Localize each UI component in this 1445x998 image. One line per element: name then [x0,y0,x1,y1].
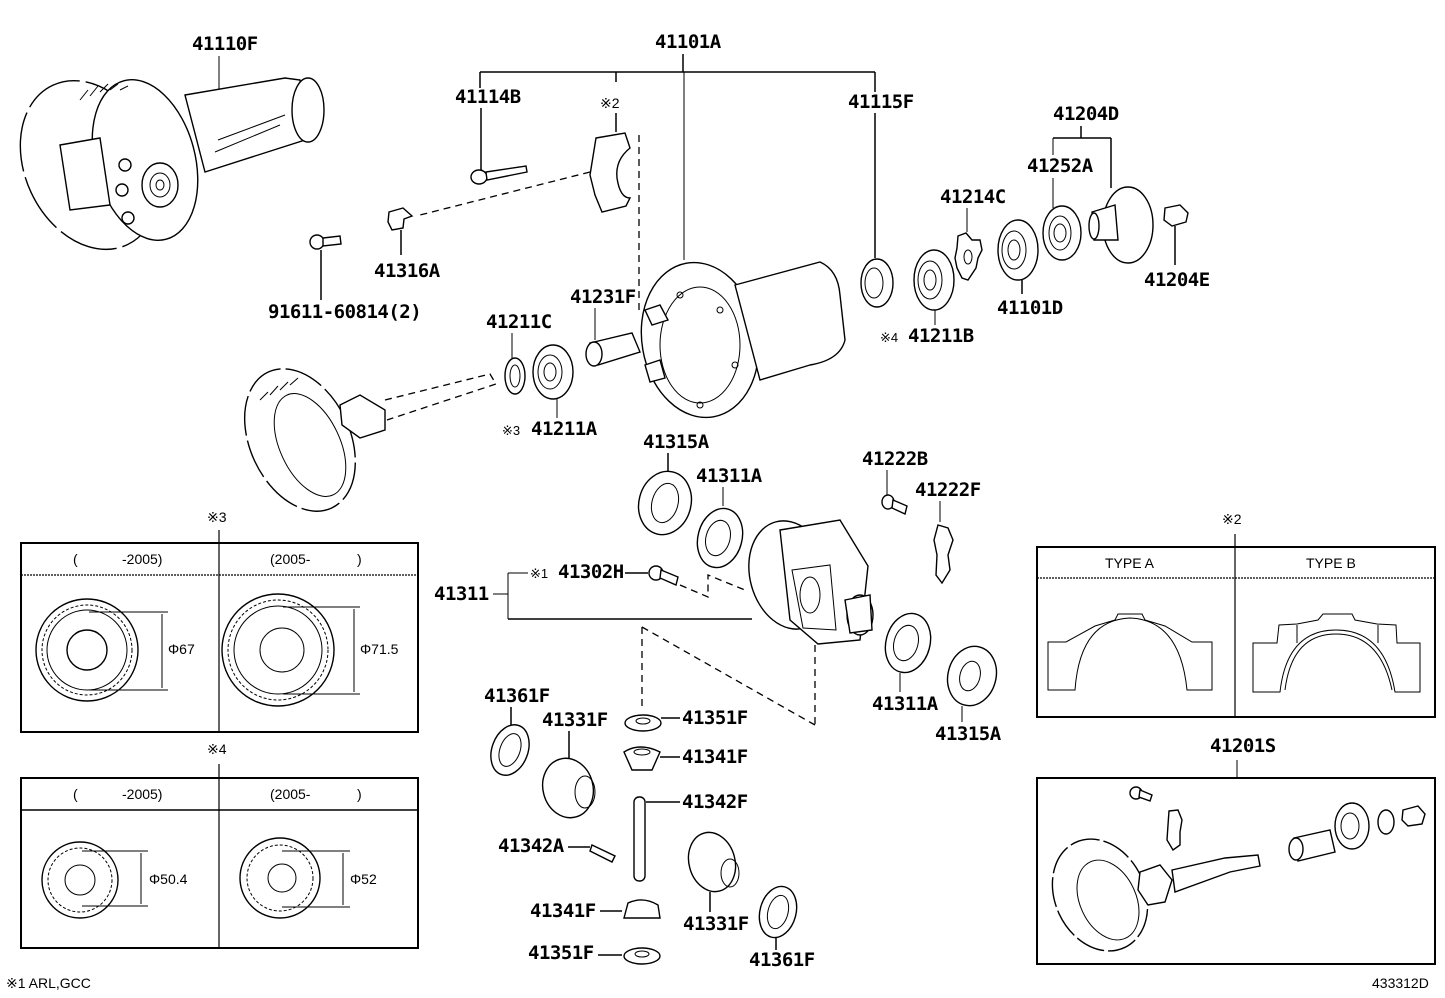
bearing-cap-note2[interactable]: ※2 [419,95,640,310]
inset4-col1-header: -2005) [122,786,162,802]
inset-note4-bearing-41211B: ※4 ( -2005) (2005- ) Φ50.4 Φ52 [20,741,419,949]
side-gear-41331F-top[interactable]: 41331F [536,709,608,823]
inset3-col1-header: -2005) [122,551,162,567]
part-label-41114B[interactable]: 41114B [455,86,521,108]
oil-seal-41115F[interactable]: 41115F [848,91,914,308]
part-label-41101D[interactable]: 41101D [997,297,1063,319]
part-label-41311[interactable]: 41311 [434,583,489,605]
part-label-41351F-top[interactable]: 41351F [682,707,748,729]
lock-plate-41316A[interactable]: 41316A [374,207,441,282]
inset4-dim-phi52: Φ52 [350,871,377,887]
inset-note4-marker: ※4 [207,741,227,757]
note-marker-4-41211B: ※4 [880,330,898,345]
shaft-41342F[interactable]: 41342F [633,791,748,882]
inset-note3-marker: ※3 [207,509,227,525]
part-label-41115F[interactable]: 41115F [848,91,914,113]
bolt-41114B[interactable]: 41114B [455,86,528,185]
companion-flange-kit-41204D[interactable]: 41204D [1052,103,1119,188]
part-label-41361F-bottom[interactable]: 41361F [749,949,815,971]
thrust-washer-41361F-bottom[interactable]: 41361F [749,882,815,971]
carrier-kit-41101A[interactable]: 41101A [479,31,876,260]
part-label-41351F-bottom[interactable]: 41351F [528,942,594,964]
part-label-41315A-bottom[interactable]: 41315A [935,723,1002,745]
inset4-dim-phi50-4: Φ50.4 [149,871,188,887]
footnote-arl-gcc: ※1 ARL,GCC [6,975,91,991]
part-label-41101A[interactable]: 41101A [655,31,722,53]
thrust-washer-41351F-top[interactable]: 41351F [624,707,748,732]
pin-41342A[interactable]: 41342A [498,835,616,863]
ring-pinion-kit-41201S[interactable]: 41201S [1035,735,1436,967]
part-label-41211B[interactable]: 41211B [908,325,974,347]
part-label-41222F[interactable]: 41222F [915,479,981,501]
part-label-41231F[interactable]: 41231F [570,286,636,308]
inset4-col2-close: ) [357,786,362,802]
thrust-washer-41361F-top[interactable]: 41361F [484,685,550,781]
inset3-col2-header: (2005- [270,551,311,567]
part-label-41342A[interactable]: 41342A [498,835,565,857]
oil-slinger-41211C[interactable]: 41211C [486,311,552,395]
part-label-41211A[interactable]: 41211A [531,418,598,440]
inset-note2-bearing-cap-types: ※2 TYPE A TYPE B [1036,511,1436,718]
part-label-41211C[interactable]: 41211C [486,311,552,333]
thrust-washer-41351F-bottom[interactable]: 41351F [528,942,661,965]
inset3-col2-close: ) [357,551,362,567]
spacer-41231F[interactable]: 41231F [570,286,641,367]
part-label-41201S[interactable]: 41201S [1210,735,1276,757]
bolt-91611-60814[interactable]: 91611-60814(2) [268,234,422,323]
pinion-41341F-bottom[interactable]: 41341F [530,899,661,922]
part-label-41311A-top[interactable]: 41311A [696,465,763,487]
side-gear-41331F-bottom[interactable]: 41331F [682,827,749,935]
note-marker-2-main: ※2 [600,95,620,111]
side-bearing-41315A-bottom[interactable]: 41315A [935,641,1003,745]
differential-case[interactable] [737,512,874,645]
inset-note2-marker: ※2 [1222,511,1242,527]
washer-41214C[interactable]: 41214C [940,186,1006,281]
note-marker-1-41302H: ※1 [530,566,548,581]
part-label-41341F-bottom[interactable]: 41341F [530,900,596,922]
illustration-code: 433312D [1372,975,1429,991]
bearing-cup-41311A-top[interactable]: 41311A [691,465,763,573]
part-label-41331F-bottom[interactable]: 41331F [683,913,749,935]
part-label-91611-60814[interactable]: 91611-60814(2) [268,301,422,323]
side-bearing-41315A-top[interactable]: 41315A [632,431,710,541]
inset2-type-a-header: TYPE A [1105,555,1155,571]
inset-note3-bearing-41211A: ※3 ( -2005) (2005- ) Φ67 Φ71.5 [20,509,419,733]
part-label-41204E[interactable]: 41204E [1144,269,1210,291]
inset2-type-b-header: TYPE B [1306,555,1356,571]
carrier-assembly-41110F[interactable]: 41110F [0,33,325,272]
inset3-dim-phi71-5: Φ71.5 [360,641,399,657]
part-label-41341F-top[interactable]: 41341F [682,746,748,768]
bearing-41211A[interactable]: ※3 41211A [502,344,598,440]
part-label-41361F-top[interactable]: 41361F [484,685,550,707]
inset3-dim-phi67: Φ67 [168,641,195,657]
companion-flange[interactable] [1088,186,1154,264]
lock-41222F[interactable]: 41222F [915,479,981,585]
part-label-41204D[interactable]: 41204D [1053,103,1119,125]
part-label-41331F-top[interactable]: 41331F [542,709,608,731]
part-label-41110F[interactable]: 41110F [192,33,258,55]
part-label-41252A[interactable]: 41252A [1027,155,1094,177]
note-marker-3-41211A: ※3 [502,423,520,438]
differential-subassembly-41311[interactable]: 41311 ※1 41302H [434,561,816,726]
part-label-41315A-top[interactable]: 41315A [643,431,710,453]
part-label-41342F[interactable]: 41342F [682,791,748,813]
bolt-41222B[interactable]: 41222B [862,448,928,515]
bearing-41211B[interactable]: ※4 41211B [880,249,974,347]
oil-seal-41252A[interactable]: 41252A [1027,155,1094,261]
part-label-41302H[interactable]: 41302H [558,561,624,583]
part-label-41316A[interactable]: 41316A [374,260,441,282]
inset4-col2-header: (2005- [270,786,311,802]
inset3-col1-open: ( [73,551,78,567]
ring-pinion-gear[interactable] [223,351,497,529]
bearing-41101D[interactable]: 41101D [997,219,1063,319]
carrier-housing[interactable] [629,253,846,427]
bearing-cup-41311A-bottom[interactable]: 41311A [872,608,939,715]
pinion-41341F-top[interactable]: 41341F [623,746,748,771]
nut-41204E[interactable]: 41204E [1144,204,1210,291]
part-label-41222B[interactable]: 41222B [862,448,928,470]
part-label-41214C[interactable]: 41214C [940,186,1006,208]
inset4-col1-open: ( [73,786,78,802]
part-label-41311A-bottom[interactable]: 41311A [872,693,939,715]
